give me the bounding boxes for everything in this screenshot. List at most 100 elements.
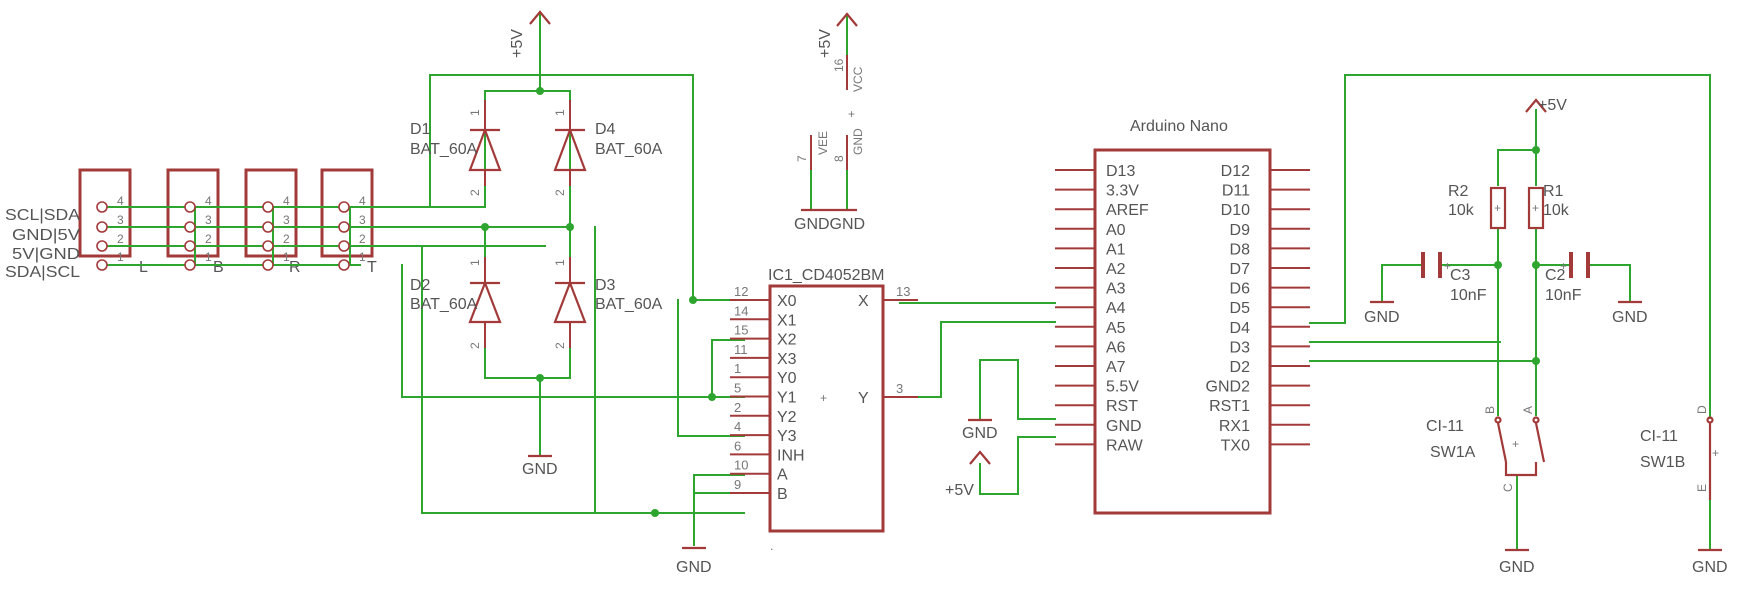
switch-sw1b: + D E CI-11 SW1B xyxy=(1640,405,1719,500)
connector-b: B xyxy=(166,168,224,276)
capacitor-c2: + C2 10nF xyxy=(1545,252,1590,304)
ic1-pin-number: 4 xyxy=(734,419,741,434)
nano-pin-right: RST1 xyxy=(1209,398,1250,415)
pin-num-1: 1 xyxy=(205,250,212,264)
nano-pin-left: A7 xyxy=(1106,359,1126,376)
switch-part-a: CI-11 xyxy=(1426,418,1464,435)
connector-name-b: B xyxy=(213,259,224,276)
ic1-center-plus: + xyxy=(820,391,827,405)
supply-pin-7: 7 xyxy=(795,155,809,162)
ic1-pin-name: Y0 xyxy=(777,370,797,387)
ic1-pin-number: 6 xyxy=(734,438,741,453)
connector-pads xyxy=(96,201,350,271)
gnd-label-6: GND xyxy=(1499,559,1535,576)
diode-d4-part: BAT_60A xyxy=(595,141,663,158)
nano-pin-right: TX0 xyxy=(1221,437,1250,454)
ic1-pin-name: Y1 xyxy=(777,390,797,407)
nano-pin-left: A4 xyxy=(1106,300,1126,317)
nano-pin-right: D6 xyxy=(1230,281,1251,298)
ic1-pin-name: A xyxy=(777,467,788,484)
ic1-pin-number: 11 xyxy=(734,342,748,357)
diode-d2: 1 2 D2 BAT_60A xyxy=(410,257,502,349)
wires xyxy=(101,11,1711,551)
ic1-pin-number: 10 xyxy=(734,458,748,473)
ic1-pin-number: 1 xyxy=(734,361,741,376)
diode-d3-ref: D3 xyxy=(595,277,616,294)
nano-pin-right: D11 xyxy=(1222,183,1250,200)
connector-t: T xyxy=(320,168,377,276)
pin-num-1: 1 xyxy=(117,250,124,264)
side-label-1: SCL|SDA xyxy=(5,207,80,224)
diode-pin: 2 xyxy=(553,189,567,196)
nano-pin-right: GND2 xyxy=(1206,379,1251,396)
ic1-dot: . xyxy=(770,539,773,553)
switch-sw1a: + B A C CI-11 SW1A xyxy=(1426,406,1546,492)
diode-pin: 1 xyxy=(553,259,567,266)
power-label-5v-3: +5V xyxy=(945,482,974,499)
resistor-r1-ref: R1 xyxy=(1543,183,1564,200)
switch-plus: + xyxy=(1712,446,1719,460)
gnd-sw1a: GND xyxy=(1499,548,1535,576)
switch-sw1a: SW1A xyxy=(1430,444,1476,461)
connector-name-l: L xyxy=(139,259,148,276)
connector-name-r: R xyxy=(289,259,301,276)
gnd-label-4: GND xyxy=(1364,309,1400,326)
nano-pin-left: D13 xyxy=(1106,163,1135,180)
nano-pin-right: D10 xyxy=(1221,202,1250,219)
gnd-ic: GND xyxy=(676,546,712,576)
side-label-4: SDA|SCL xyxy=(5,264,80,281)
resistor-r2-value: 10k xyxy=(1448,202,1475,219)
nano-pin-left: GND xyxy=(1106,418,1142,435)
pin-num-3: 3 xyxy=(205,213,212,227)
ic1-pin-number: 12 xyxy=(734,284,748,299)
gnd-label-2: GND xyxy=(676,559,712,576)
switch-pin-a: A xyxy=(1521,406,1535,414)
ic1-pin-number: 13 xyxy=(896,284,910,299)
power-label-5v-4: +5V xyxy=(1538,97,1567,114)
diode-d1: 1 2 D1 BAT_60A xyxy=(410,100,502,196)
nano-pin-right: D2 xyxy=(1230,359,1251,376)
pin-num-4: 4 xyxy=(117,194,124,208)
nano-pin-left: A2 xyxy=(1106,261,1126,278)
ic1-pin-number: 9 xyxy=(734,477,741,492)
pin-num-2: 2 xyxy=(283,232,290,246)
nano-pin-left: RAW xyxy=(1106,437,1144,454)
pin-num-1: 1 xyxy=(283,250,290,264)
ic1-pin-name: X0 xyxy=(777,293,797,310)
nano-pin-right: D4 xyxy=(1230,320,1251,337)
capacitor-c2-value: 10nF xyxy=(1545,287,1582,304)
resistor-r1-value: 10k xyxy=(1543,202,1570,219)
nano-pin-left: AREF xyxy=(1106,202,1149,219)
junctions xyxy=(481,87,1540,517)
nano-pin-right: D8 xyxy=(1230,241,1251,258)
pin-num-4: 4 xyxy=(205,194,212,208)
capacitor-plus: + xyxy=(1560,259,1567,273)
gnd-gnd-label: GNDGND xyxy=(794,216,865,233)
ic1-cd4052: IC1_CD4052BM + . 12X014X115X211X31Y05Y12… xyxy=(730,267,918,553)
pin-num-3: 3 xyxy=(359,213,366,227)
nano-title: Arduino Nano xyxy=(1130,118,1228,135)
ic1-pin-number: 5 xyxy=(734,381,741,396)
pin-num-3: 3 xyxy=(283,213,290,227)
supply-vcc: VCC xyxy=(851,66,865,92)
ic1-pin-name: B xyxy=(777,486,788,503)
gnd-c3: GND xyxy=(1364,300,1400,326)
gnd-c2: GND xyxy=(1612,300,1648,326)
resistor-r1: + R1 10k xyxy=(1527,183,1570,230)
nano-pin-right: D9 xyxy=(1230,222,1251,239)
nano-pin-left: 5.5V xyxy=(1106,379,1139,396)
capacitor-plus: + xyxy=(1444,259,1451,273)
diode-d3-part: BAT_60A xyxy=(595,296,663,313)
ic1-pin-name: Y xyxy=(858,390,869,407)
pin-num-2: 2 xyxy=(205,232,212,246)
side-label-3: 5V|GND xyxy=(12,246,80,263)
gnd-nano: GND xyxy=(962,418,998,442)
pin-num-4: 4 xyxy=(359,194,366,208)
nano-pin-left: RST xyxy=(1106,398,1138,415)
diode-d2-part: BAT_60A xyxy=(410,296,478,313)
power-label-5v-2: +5V xyxy=(817,29,834,58)
connector-l: L xyxy=(78,168,148,276)
switch-pin-c: C xyxy=(1501,483,1515,492)
